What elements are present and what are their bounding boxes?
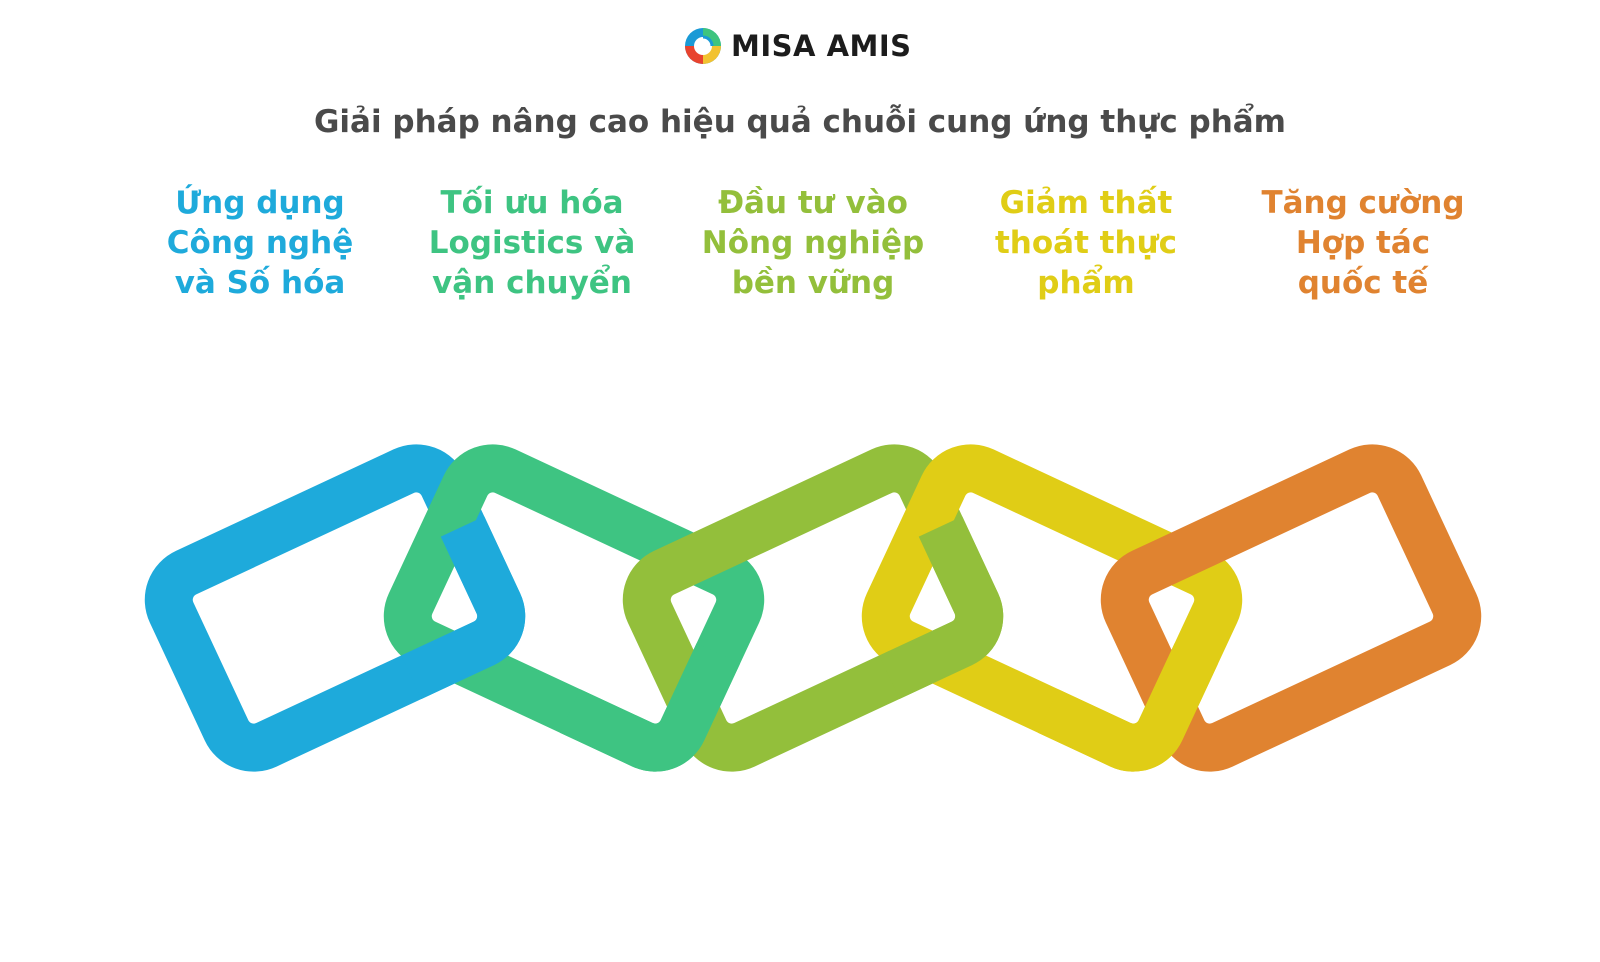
chain-link-overlap-logistics <box>551 606 764 772</box>
chain-link-overlap-food-loss <box>1029 606 1242 772</box>
link-label-logistics: Tối ưu hóa Logistics và vận chuyển <box>428 185 636 301</box>
misa-amis-logo-icon <box>685 28 721 64</box>
link-label-technology: Ứng dụng Công nghệ và Số hóa <box>166 185 354 301</box>
logo-text: MISA AMIS <box>731 29 912 63</box>
link-label-cooperation: Tăng cường Hợp tác quốc tế <box>1261 185 1465 301</box>
logo: MISA AMIS <box>683 24 912 68</box>
page-title: Giải pháp nâng cao hiệu quả chuỗi cung ứ… <box>313 104 1286 140</box>
chain-link-cooperation <box>1100 444 1482 772</box>
link-label-food-loss: Giảm thất thoát thực phẩm <box>994 185 1178 301</box>
link-label-agriculture: Đầu tư vào Nông nghiệp bền vững <box>701 185 925 301</box>
